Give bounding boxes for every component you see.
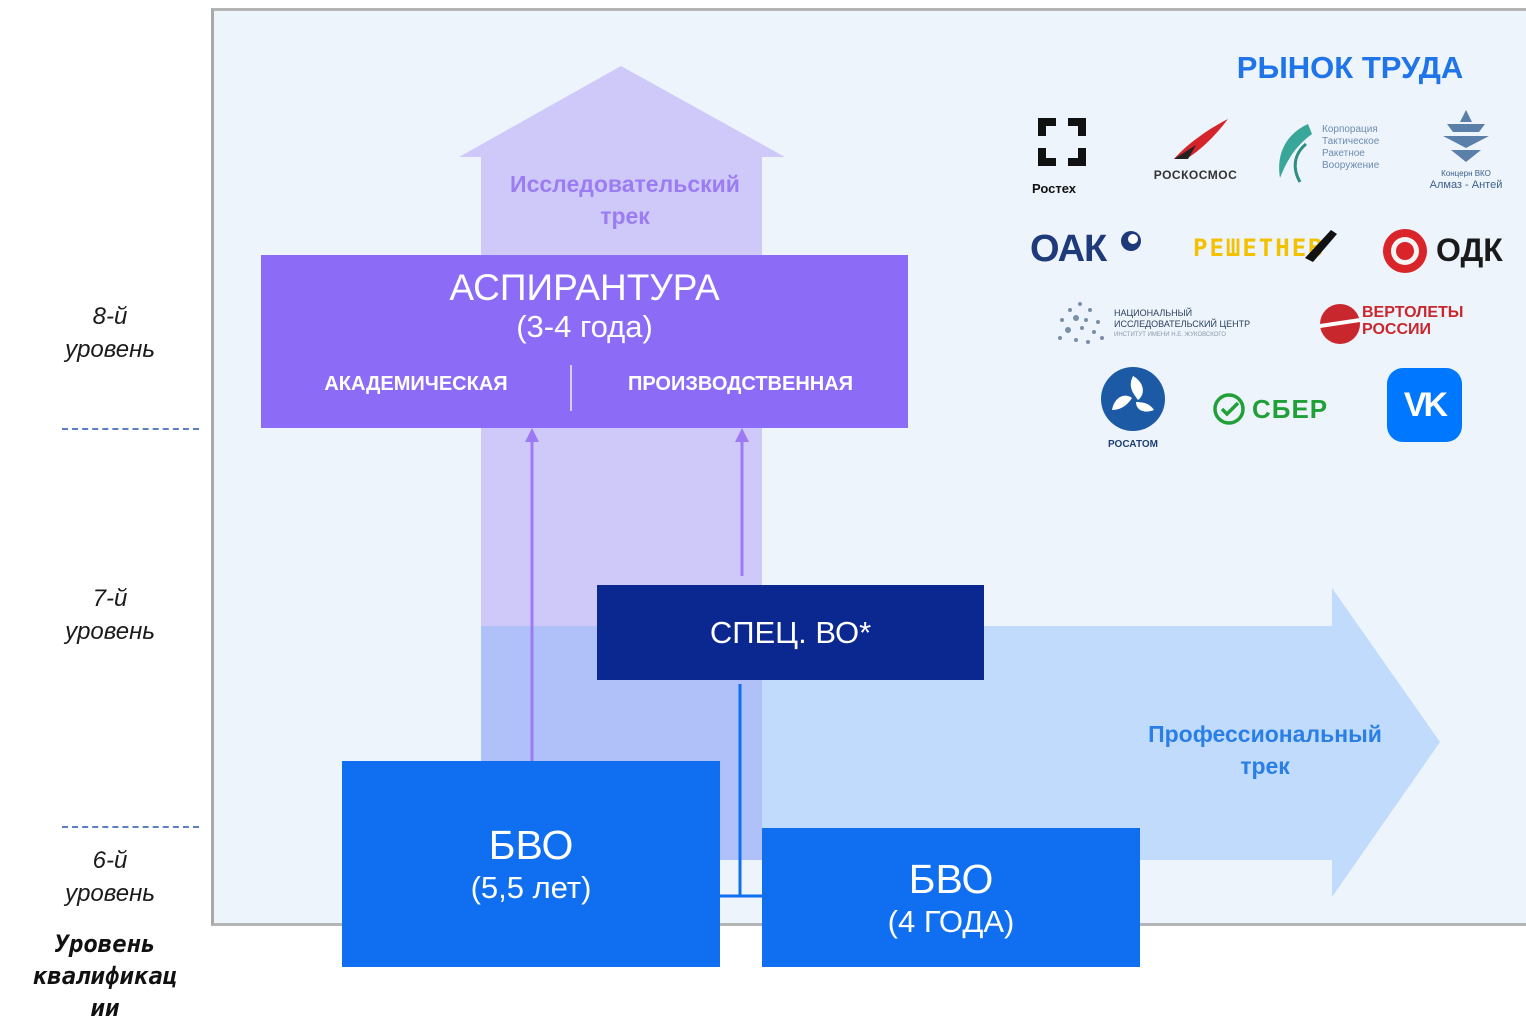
bvo-5-5-duration: (5,5 лет) (470, 870, 592, 905)
russian-helicopters-logo: ВЕРТОЛЕТЫ РОССИИ (1318, 300, 1488, 350)
qualification-line-2: квалификац (32, 962, 178, 990)
nic-line-1: НАЦИОНАЛЬНЫЙ (1114, 308, 1193, 318)
level-6-word: уровень (65, 880, 155, 907)
aspirantura-academic: АКАДЕМИЧЕСКАЯ (324, 373, 508, 395)
bvo-5-5-box: БВО (5,5 лет) (342, 761, 720, 967)
aspirantura-divider (570, 365, 572, 411)
bvo-4-duration: (4 ГОДА) (887, 903, 1015, 939)
arrowhead-academic (525, 428, 539, 442)
odk-icon (1383, 229, 1427, 273)
ktrv-line-2: Тактическое (1322, 136, 1380, 147)
level-7-number: 7-й (92, 585, 128, 612)
sber-check-icon (1213, 393, 1245, 425)
rosatom-icon (1101, 367, 1165, 431)
oak-dot-icon (1121, 231, 1141, 251)
ktrv-label: Корпорация Тактическое Ракетное Вооружен… (1322, 124, 1379, 172)
level-divider-8-7 (62, 428, 199, 430)
almaz-line-1: Концерн ВКО (1441, 169, 1491, 178)
helicopters-line-1: ВЕРТОЛЕТЫ (1362, 304, 1464, 321)
bvo-4-title: БВО (908, 855, 994, 902)
arrowhead-industrial (735, 428, 749, 442)
reshetnev-label: РЕШЕТНЕВ (1193, 234, 1325, 262)
aspirantura-duration: (3-4 года) (516, 309, 653, 344)
rostec-logo: Ростех (1032, 112, 1102, 198)
helicopters-label: ВЕРТОЛЕТЫ РОССИИ (1362, 304, 1463, 338)
qualification-line-1: Уровень (54, 930, 156, 958)
spec-vo-box: СПЕЦ. ВО* (597, 585, 984, 680)
almaz-antey-logo: Концерн ВКО Алмаз - Антей (1412, 108, 1520, 196)
nic-zhukovsky-logo: НАЦИОНАЛЬНЫЙ ИССЛЕДОВАТЕЛЬСКИЙ ЦЕНТР ИНС… (1052, 298, 1282, 350)
level-6-label: 6-й уровень (30, 844, 190, 910)
qualification-level-caption: Уровень квалификац ии (0, 928, 210, 1024)
nic-line-3: ИНСТИТУТ ИМЕНИ Н.Е. ЖУКОВСКОГО (1114, 332, 1226, 338)
rosatom-label: РОСАТОМ (1108, 439, 1158, 450)
reshetnev-logo: РЕШЕТНЕВ (1193, 230, 1371, 270)
ktrv-line-3: Ракетное (1322, 148, 1365, 159)
rostec-label: Ростех (1032, 181, 1077, 196)
rosatom-logo: РОСАТОМ (1096, 364, 1170, 454)
vk-label: VK (1403, 385, 1448, 424)
odk-logo: ОДК (1380, 226, 1525, 276)
roscosmos-logo: РОСКОСМОС (1138, 115, 1253, 195)
helicopters-icon (1320, 304, 1360, 344)
level-7-label: 7-й уровень (30, 582, 190, 648)
bvo-4-box: БВО (4 ГОДА) (762, 828, 1140, 967)
spec-vo-title: СПЕЦ. ВО* (709, 614, 872, 650)
professional-track-line-1: Профессиональный (1148, 721, 1382, 747)
aspirantura-title: АСПИРАНТУРА (449, 267, 720, 308)
qualification-line-3: ии (90, 994, 120, 1022)
research-track-label: Исследовательский трек (470, 168, 780, 232)
level-8-word: уровень (65, 336, 155, 363)
bvo-5-5-title: БВО (488, 822, 574, 868)
professional-track-line-2: трек (1240, 753, 1290, 779)
research-track-line-2: трек (600, 203, 650, 229)
level-7-word: уровень (65, 618, 155, 645)
ktrv-icon (1279, 124, 1312, 183)
helicopters-line-2: РОССИИ (1362, 321, 1432, 338)
level-6-number: 6-й (92, 847, 128, 874)
sber-label: СБЕР (1252, 394, 1329, 424)
aspirantura-box: АСПИРАНТУРА (3-4 года) АКАДЕМИЧЕСКАЯ ПРО… (261, 255, 908, 428)
reshetnev-swoosh-icon (1305, 230, 1337, 262)
vk-logo: VK (1387, 368, 1462, 442)
nic-dots-icon (1058, 302, 1104, 344)
research-track-line-1: Исследовательский (510, 171, 740, 197)
labor-market-title: РЫНОК ТРУДА (1236, 50, 1464, 85)
sber-logo: СБЕР (1212, 390, 1352, 430)
roscosmos-icon (1173, 119, 1228, 159)
oak-label: ОАК (1030, 228, 1107, 270)
almaz-antey-icon (1443, 110, 1489, 162)
ktrv-line-4: Вооружение (1322, 160, 1380, 171)
rostec-icon (1038, 118, 1086, 166)
level-8-label: 8-й уровень (30, 300, 190, 366)
level-8-number: 8-й (92, 303, 128, 330)
roscosmos-label: РОСКОСМОС (1153, 168, 1238, 182)
ktrv-line-1: Корпорация (1322, 124, 1378, 135)
aspirantura-industrial: ПРОИЗВОДСТВЕННАЯ (627, 373, 854, 395)
odk-label: ОДК (1436, 232, 1503, 268)
oak-logo: ОАК (1030, 228, 1190, 274)
professional-track-label: Профессиональный трек (1110, 718, 1420, 782)
ktrv-logo: Корпорация Тактическое Ракетное Вооружен… (1268, 118, 1403, 188)
almaz-line-2: Алмаз - Антей (1429, 179, 1503, 191)
level-divider-7-6 (62, 826, 199, 828)
nic-line-2: ИССЛЕДОВАТЕЛЬСКИЙ ЦЕНТР (1114, 319, 1251, 329)
nic-label: НАЦИОНАЛЬНЫЙ ИССЛЕДОВАТЕЛЬСКИЙ ЦЕНТР ИНС… (1114, 308, 1250, 341)
